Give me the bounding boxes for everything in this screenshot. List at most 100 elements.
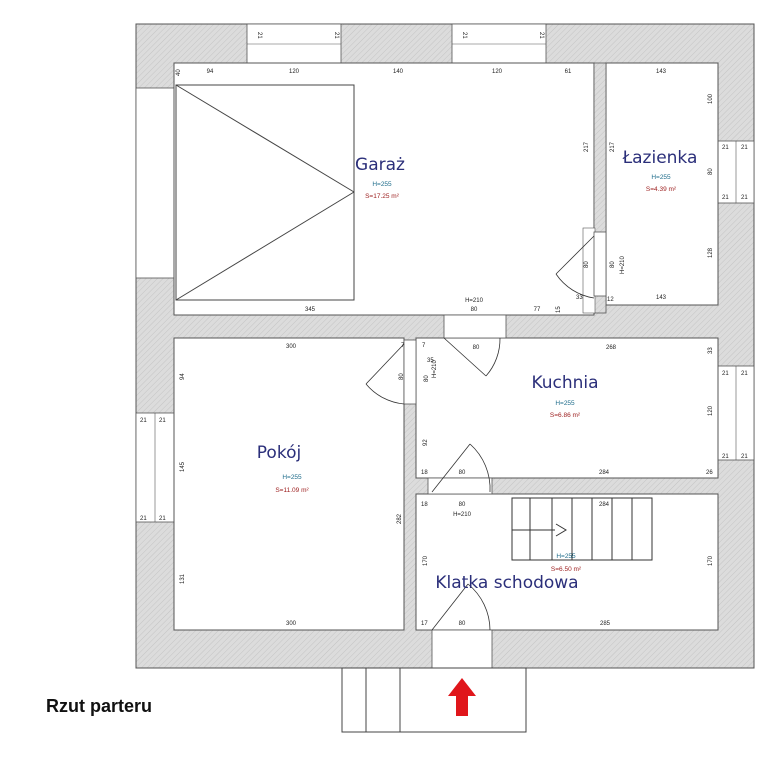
- entrance-arrow: [448, 678, 476, 716]
- dim-label: 92: [423, 439, 429, 446]
- room-height-pokoj: H=255: [282, 474, 302, 481]
- garage-car-outline: [175, 84, 355, 301]
- dim-label: 100: [708, 93, 714, 104]
- dim-label: 33: [708, 347, 714, 354]
- dim-label: 80: [610, 261, 616, 268]
- dim-label: 21: [741, 195, 748, 201]
- dim-label: 21: [722, 371, 729, 377]
- doors: [403, 231, 607, 669]
- room-name-lazienka: Łazienka: [622, 148, 698, 168]
- dim-label: H=210: [620, 255, 626, 274]
- dim-label: H=210: [453, 512, 472, 518]
- dim-label: 7: [422, 343, 426, 349]
- dim-label: 35: [427, 358, 434, 364]
- room-area-lazienka: S=4.39 m²: [646, 186, 677, 193]
- dim-label: 18: [421, 502, 428, 508]
- entrance-steps: [341, 667, 527, 733]
- dim-label: 80: [459, 470, 466, 476]
- dim-label: 21: [741, 145, 748, 151]
- dimension-labels: 21 21 21 21 94 120 140 120 61 40 345 217…: [140, 32, 748, 627]
- dim-label: 94: [207, 69, 214, 75]
- dim-label: 21: [741, 454, 748, 460]
- dim-label: 21: [140, 418, 147, 424]
- dim-label: 120: [492, 69, 503, 75]
- garage-room: [173, 62, 595, 316]
- dim-label: 217: [584, 141, 590, 152]
- dim-label: 140: [393, 69, 404, 75]
- room-height-lazienka: H=255: [651, 174, 671, 181]
- room-labels: Garaż H=255 S=17.25 m² Łazienka H=255 S=…: [257, 148, 698, 593]
- dim-label: H=210: [432, 359, 438, 378]
- dim-label: 300: [286, 344, 297, 350]
- dim-label: 80: [473, 345, 480, 351]
- dim-label: 128: [708, 247, 714, 258]
- dim-label: 18: [421, 470, 428, 476]
- dim-label: 80: [459, 502, 466, 508]
- dim-label: 120: [289, 69, 300, 75]
- dim-label: 285: [600, 621, 611, 627]
- bathroom-room: [605, 62, 719, 306]
- dim-label: 80: [584, 261, 590, 268]
- dim-label: 268: [606, 345, 617, 351]
- dim-label: 131: [180, 573, 186, 584]
- dim-label: 143: [656, 295, 667, 301]
- kitchen-room: [415, 337, 719, 479]
- dim-label: 143: [656, 69, 667, 75]
- dim-label: 21: [159, 516, 166, 522]
- room-area-klatka: S=6.50 m²: [551, 566, 582, 573]
- dim-label: 21: [538, 32, 544, 39]
- dim-label: 15: [556, 306, 562, 313]
- room-name-kuchnia: Kuchnia: [531, 373, 598, 393]
- room-interiors: [173, 62, 719, 631]
- dim-label: 145: [180, 461, 186, 472]
- dim-label: 94: [180, 373, 186, 380]
- dim-label: 77: [534, 307, 541, 313]
- dim-label: 12: [607, 297, 614, 303]
- room-height-klatka: H=255: [556, 553, 576, 560]
- dim-label: 7: [401, 343, 405, 349]
- dim-label: 170: [708, 555, 714, 566]
- dim-label: 80: [459, 621, 466, 627]
- dim-label: 217: [610, 141, 616, 152]
- dim-label: 300: [286, 621, 297, 627]
- dim-label: 345: [305, 307, 316, 313]
- room-name-garaz: Garaż: [355, 155, 405, 175]
- staircase-steps: [511, 497, 653, 561]
- dim-label: 21: [741, 371, 748, 377]
- dim-label: 21: [722, 195, 729, 201]
- dim-label: 26: [706, 470, 713, 476]
- dim-label: 21: [159, 418, 166, 424]
- dim-label: 21: [461, 32, 467, 39]
- dim-label: 284: [599, 470, 610, 476]
- staircase-room: [415, 493, 719, 631]
- dim-label: 61: [565, 69, 572, 75]
- room-height-garaz: H=255: [372, 181, 392, 188]
- dim-label: H=210: [465, 298, 484, 304]
- room-area-kuchnia: S=6.86 m²: [550, 412, 581, 419]
- room-area-garaz: S=17.25 m²: [365, 193, 400, 200]
- dim-label: 80: [399, 373, 405, 380]
- room-name-klatka: Klatka schodowa: [435, 573, 578, 593]
- dim-label: 80: [471, 307, 478, 313]
- dim-label: 21: [333, 32, 339, 39]
- dim-label: 40: [176, 69, 182, 76]
- dim-label: 21: [722, 145, 729, 151]
- window-glass-lines: [154, 43, 737, 522]
- dim-label: 33: [576, 295, 583, 301]
- dim-label: 80: [424, 375, 430, 382]
- dim-label: 21: [256, 32, 262, 39]
- dim-label: 282: [397, 513, 403, 524]
- living-room: [173, 337, 405, 631]
- dim-label: 17: [421, 621, 428, 627]
- plan-title: Rzut parteru: [46, 696, 152, 716]
- door-swings: [365, 235, 595, 631]
- room-name-pokoj: Pokój: [257, 443, 301, 463]
- room-area-pokoj: S=11.09 m²: [275, 487, 309, 494]
- dim-label: 284: [599, 502, 610, 508]
- dim-label: 170: [423, 555, 429, 566]
- dim-label: 80: [708, 168, 714, 175]
- dim-label: 21: [140, 516, 147, 522]
- dim-label: 21: [722, 454, 729, 460]
- dim-label: 120: [708, 405, 714, 416]
